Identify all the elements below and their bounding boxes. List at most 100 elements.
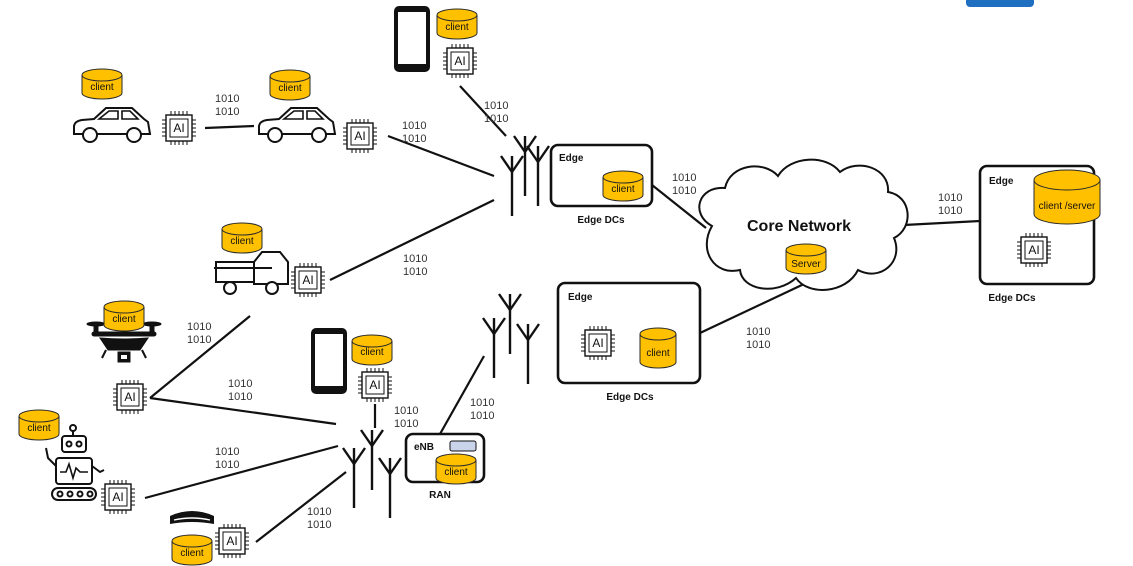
svg-text:1010: 1010 <box>403 253 427 265</box>
svg-text:1010: 1010 <box>394 405 418 417</box>
svg-text:client: client <box>180 548 204 559</box>
client-db-phone-top: client <box>436 8 478 40</box>
link-edge-core <box>651 184 707 229</box>
svg-text:1010: 1010 <box>228 378 252 390</box>
antenna-cluster-top <box>499 134 551 218</box>
client-db-car-right: client <box>269 69 311 101</box>
svg-text:1010: 1010 <box>307 519 331 531</box>
link-ran-antenna <box>439 355 485 435</box>
ai-chip-edge-right: AI <box>1016 232 1052 268</box>
svg-text:1010: 1010 <box>307 506 331 518</box>
ai-chip-robot: AI <box>100 479 136 515</box>
svg-text:1010: 1010 <box>484 113 508 125</box>
svg-text:AI: AI <box>112 490 123 504</box>
svg-text:AI: AI <box>124 390 135 404</box>
svg-text:1010: 1010 <box>187 321 211 333</box>
antenna-cluster-mid <box>481 292 541 386</box>
link-headset-antenna <box>255 471 347 543</box>
svg-text:1010: 1010 <box>746 339 770 351</box>
client-db-truck: client <box>221 222 263 254</box>
svg-text:1010: 1010 <box>484 100 508 112</box>
svg-text:Edge: Edge <box>568 292 593 303</box>
client-db-edge-mid: client <box>639 327 677 369</box>
svg-text:1010: 1010 <box>215 106 239 118</box>
edge-dc-top: Edge client Edge DCs <box>549 143 654 226</box>
antenna-icon <box>341 446 367 510</box>
server-db: Server <box>785 243 827 275</box>
client-server-db: client /server <box>1033 169 1101 225</box>
link-phone-antenna <box>459 85 507 137</box>
svg-text:AI: AI <box>173 121 184 135</box>
phone-icon <box>394 6 430 72</box>
phone-top: client AI <box>394 6 478 79</box>
client-db-phone-lower: client <box>351 334 393 366</box>
client-db-enb: client <box>435 453 477 485</box>
antenna-icon <box>515 322 541 386</box>
svg-text:AI: AI <box>302 273 313 287</box>
svg-text:AI: AI <box>369 378 380 392</box>
svg-text:AI: AI <box>354 129 365 143</box>
svg-text:client /server: client /server <box>1039 201 1096 212</box>
link-core-edge-right <box>903 219 981 227</box>
svg-text:1010: 1010 <box>403 266 427 278</box>
vr-headset-icon <box>170 511 214 524</box>
truck: client AI <box>214 222 326 298</box>
edge-dcs-caption: Edge DCs <box>606 392 654 403</box>
svg-text:client: client <box>230 236 254 247</box>
ai-chip-phone-top: AI <box>442 43 478 79</box>
car-icon <box>73 107 151 143</box>
antenna-icon <box>377 456 403 520</box>
link-drone-antenna-a <box>149 315 251 399</box>
ai-chip-edge-mid: AI <box>580 325 616 361</box>
svg-text:client: client <box>360 347 384 358</box>
client-db-car-left: client <box>81 68 123 100</box>
link-drone-antenna-b <box>149 396 337 426</box>
link-car-car <box>204 124 255 130</box>
link-robot-antenna <box>144 444 339 500</box>
database-icon <box>639 334 677 369</box>
svg-text:client: client <box>27 423 51 434</box>
vr-headset: client AI <box>170 511 250 566</box>
svg-text:AI: AI <box>454 54 465 68</box>
client-db-headset: client <box>171 534 213 566</box>
svg-text:client: client <box>611 184 635 195</box>
svg-text:client: client <box>90 82 114 93</box>
svg-text:1010: 1010 <box>402 133 426 145</box>
link-edge2-core <box>699 283 805 334</box>
drone: client AI <box>86 300 162 415</box>
svg-text:AI: AI <box>226 534 237 548</box>
svg-text:Server: Server <box>791 259 821 270</box>
svg-text:client: client <box>445 22 469 33</box>
svg-text:client: client <box>278 83 302 94</box>
svg-text:1010: 1010 <box>215 93 239 105</box>
phone-lower: client AI <box>311 328 393 403</box>
client-db-robot: client <box>18 409 60 441</box>
svg-text:1010: 1010 <box>215 459 239 471</box>
client-db-edge-top: client <box>602 170 644 202</box>
database-icon <box>1033 180 1101 225</box>
antenna-icon <box>525 144 551 208</box>
svg-text:1010: 1010 <box>672 185 696 197</box>
svg-text:client: client <box>444 467 468 478</box>
svg-text:client: client <box>112 314 136 325</box>
svg-text:eNB: eNB <box>414 442 434 453</box>
edge-dcs-caption: Edge DCs <box>988 293 1036 304</box>
svg-text:Core Network: Core Network <box>747 218 851 235</box>
svg-text:1010: 1010 <box>187 334 211 346</box>
ai-chip-drone: AI <box>112 379 148 415</box>
svg-text:1010: 1010 <box>938 192 962 204</box>
car-right: client AI <box>258 69 378 154</box>
antenna-cluster-bottom <box>341 428 403 520</box>
ai-chip-truck: AI <box>290 262 326 298</box>
link-lines <box>144 85 981 543</box>
phone-icon <box>311 328 347 394</box>
